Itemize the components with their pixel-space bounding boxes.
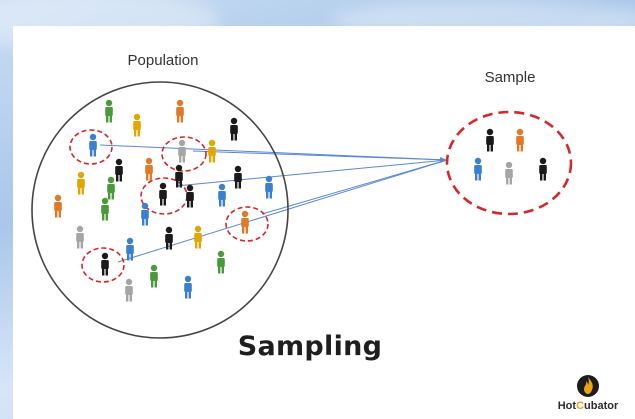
person-icon	[107, 176, 115, 200]
person-icon	[105, 99, 113, 123]
diagram-title: Sampling	[237, 331, 383, 362]
connector-line	[117, 159, 448, 263]
sample-label: Sample	[484, 69, 536, 86]
person-icon	[125, 278, 133, 302]
person-icon	[76, 225, 84, 249]
person-icon	[234, 165, 242, 189]
person-icon	[175, 164, 183, 188]
brand-suffix: ubator	[584, 400, 619, 412]
brand-name: HotCubator	[556, 400, 620, 412]
person-icon	[77, 171, 85, 195]
content-panel	[13, 26, 635, 419]
selection-rings	[69, 129, 269, 283]
person-icon	[178, 139, 186, 163]
person-icon	[265, 175, 273, 199]
person-icon	[505, 161, 513, 185]
person-icon	[241, 210, 249, 234]
selection-ring	[81, 247, 125, 283]
connector-line	[192, 150, 448, 161]
person-icon	[208, 139, 216, 163]
person-icon	[54, 194, 62, 218]
flame-logo-icon	[577, 375, 599, 397]
connector-lines	[99, 144, 448, 263]
arrow-head-icon	[440, 157, 447, 163]
hotcubator-logo[interactable]: HotCubator	[556, 372, 620, 414]
selection-ring	[69, 129, 113, 165]
population-label: Population	[127, 52, 199, 69]
selection-ring	[225, 206, 269, 242]
person-icon	[474, 157, 482, 181]
selection-ring	[161, 136, 207, 172]
person-icon	[230, 117, 238, 141]
person-icon	[150, 264, 158, 288]
person-icon	[486, 128, 494, 152]
person-icon	[516, 128, 524, 152]
person-icon	[217, 250, 225, 274]
person-icon	[218, 183, 226, 207]
connector-line	[261, 159, 448, 215]
brand-prefix: Hot	[557, 400, 577, 412]
brand-highlight: C	[576, 400, 585, 412]
person-icon	[184, 275, 192, 299]
connector-line	[175, 159, 448, 187]
person-icon	[159, 182, 167, 206]
person-icon	[165, 226, 173, 250]
person-icon	[186, 184, 194, 208]
population-circle	[31, 81, 289, 339]
people-figures	[54, 99, 547, 302]
person-icon	[133, 113, 141, 137]
sample-group-outline	[445, 110, 573, 216]
person-icon	[141, 202, 149, 226]
person-icon	[539, 157, 547, 181]
person-icon	[89, 133, 97, 157]
person-icon	[194, 225, 202, 249]
person-icon	[176, 99, 184, 123]
person-icon	[101, 197, 109, 221]
person-icon	[145, 157, 153, 181]
person-icon	[126, 237, 134, 261]
person-icon	[115, 158, 123, 182]
person-icon	[101, 252, 109, 276]
